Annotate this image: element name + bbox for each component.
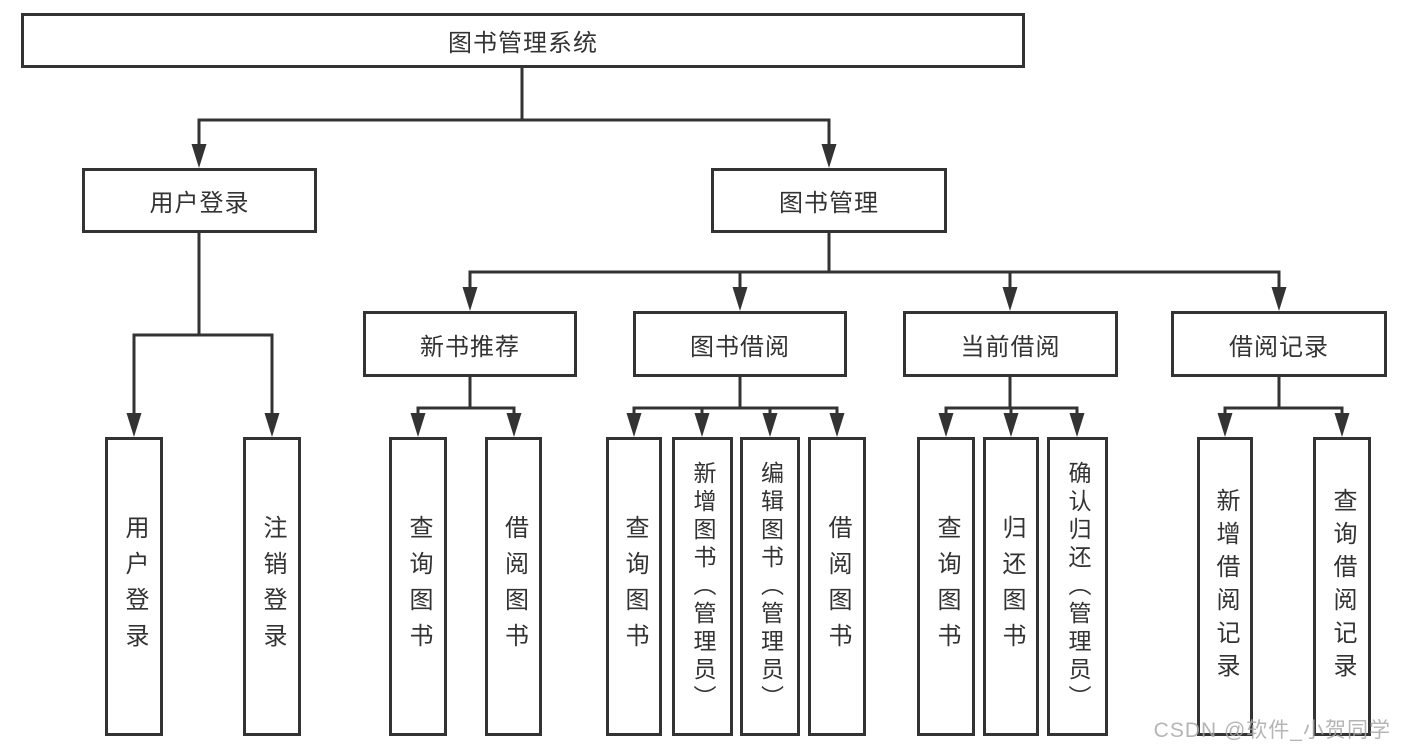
leaf-query-borrow-record: 查询借阅记录 xyxy=(1313,437,1371,736)
node-book-borrow: 图书借阅 xyxy=(633,311,847,377)
leaf-add-book-admin: 新增图书（管理员） xyxy=(672,437,733,736)
node-book-management: 图书管理 xyxy=(711,168,947,233)
leaf-add-borrow-record-label: 新增借阅记录 xyxy=(1212,487,1239,686)
leaf-logout-label: 注销登录 xyxy=(259,514,286,659)
leaf-query-book-label: 查询图书 xyxy=(621,514,648,659)
leaf-logout: 注销登录 xyxy=(243,437,301,736)
node-current-borrow: 当前借阅 xyxy=(903,311,1118,377)
leaf-edit-book-admin: 编辑图书（管理员） xyxy=(740,437,800,736)
leaf-user-login-label: 用户登录 xyxy=(121,514,148,659)
leaf-query-book-label: 查询图书 xyxy=(933,514,960,659)
leaf-query-borrow-record-label: 查询借阅记录 xyxy=(1329,487,1356,686)
node-root-system: 图书管理系统 xyxy=(21,13,1025,68)
leaf-user-login: 用户登录 xyxy=(105,437,163,736)
leaf-confirm-return-admin-label: 确认归还（管理员） xyxy=(1065,460,1091,713)
leaf-borrow-book-under-recommend: 借阅图书 xyxy=(485,437,542,736)
leaf-confirm-return-admin: 确认归还（管理员） xyxy=(1047,437,1108,736)
node-user-login: 用户登录 xyxy=(82,168,317,233)
leaf-borrow-book-label: 借阅图书 xyxy=(500,514,528,659)
node-new-book-recommend: 新书推荐 xyxy=(363,311,577,377)
leaf-query-book-under-current: 查询图书 xyxy=(917,437,975,736)
leaf-query-book-label: 查询图书 xyxy=(405,514,432,659)
leaf-add-borrow-record: 新增借阅记录 xyxy=(1197,437,1253,736)
leaf-borrow-book-under-borrow: 借阅图书 xyxy=(808,437,866,736)
leaf-borrow-book-label: 借阅图书 xyxy=(824,514,851,659)
leaf-query-book-under-recommend: 查询图书 xyxy=(389,437,447,736)
csdn-watermark: CSDN @软件_小贺同学 xyxy=(1153,719,1391,742)
leaf-return-book: 归还图书 xyxy=(983,437,1039,736)
node-borrow-record: 借阅记录 xyxy=(1171,311,1387,377)
leaf-query-book-under-borrow: 查询图书 xyxy=(606,437,662,736)
leaf-add-book-admin-label: 新增图书（管理员） xyxy=(690,460,716,713)
leaf-return-book-label: 归还图书 xyxy=(998,514,1025,659)
leaf-edit-book-admin-label: 编辑图书（管理员） xyxy=(757,460,784,713)
